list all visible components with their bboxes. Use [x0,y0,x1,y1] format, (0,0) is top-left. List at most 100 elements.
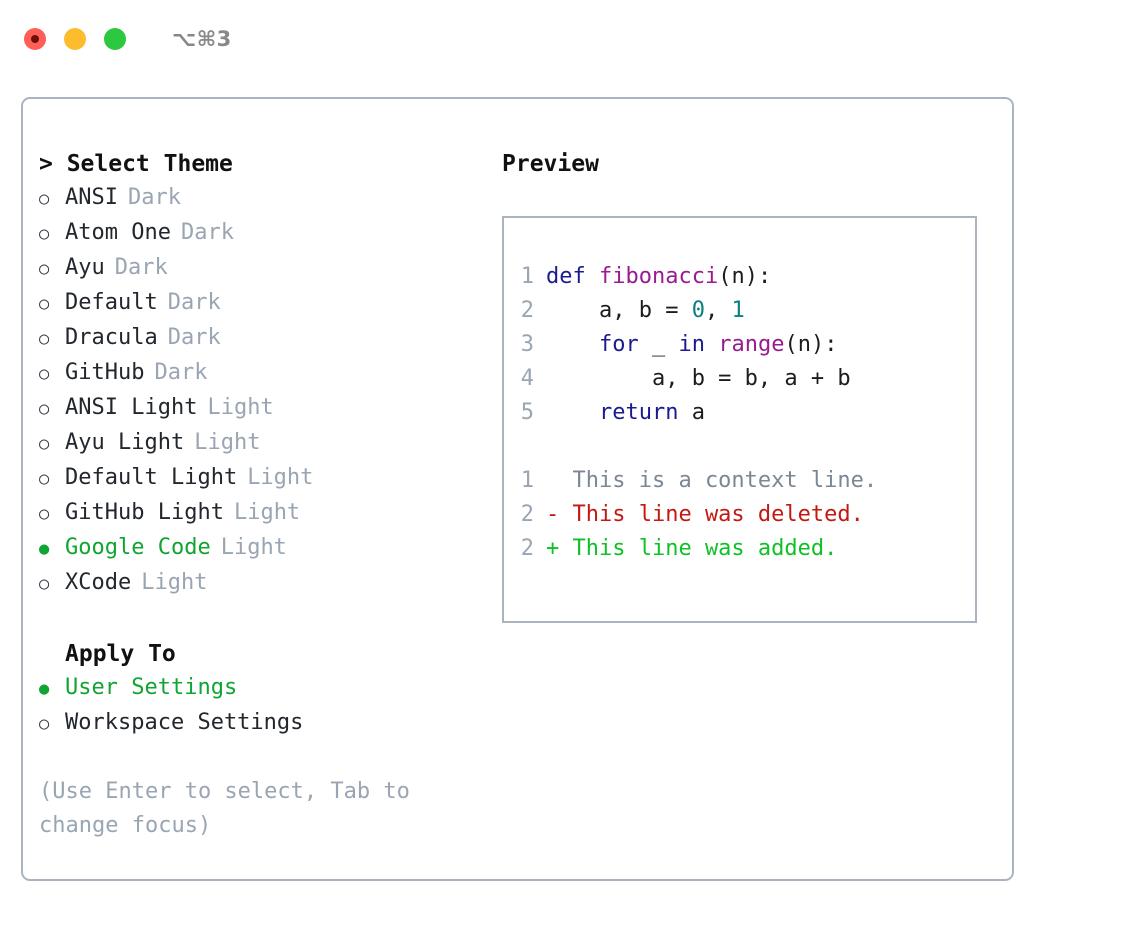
code-token: 1 [731,298,745,323]
diff-line-text: - This line was deleted. [546,502,864,527]
code-line-number: 4 [520,366,534,391]
code-token: return [598,400,679,425]
theme-option-kind: Light [194,430,261,455]
theme-option-label: XCode [65,570,132,595]
code-token: in [678,332,705,357]
code-token: fibonacci [598,264,719,289]
theme-option-label: Ayu [65,255,105,280]
diff-line-number: 2 [520,502,534,527]
diff-line-number: 2 [520,536,534,561]
radio-unselected-icon: ○ [39,399,50,419]
theme-option-ansi[interactable]: ○ ANSI Dark [39,181,479,216]
keyboard-hint-text: (Use Enter to select, Tab to change focu… [39,779,410,838]
radio-selected-icon: ● [39,539,50,559]
code-line-number: 1 [520,264,534,289]
apply-to-option-label: Workspace Settings [65,710,304,735]
apply-to-list[interactable]: ● User Settings ○ Workspace Settings [39,671,479,741]
code-token: (n): [718,264,772,289]
code-line-text: a, b = 0, 1 [546,294,745,328]
code-token: (n): [784,332,838,357]
code-line-text: return a [546,396,705,430]
keyboard-shortcut-label: ⌥⌘3 [172,27,232,51]
theme-option-kind: Dark [154,360,208,385]
radio-unselected-icon: ○ [39,714,50,734]
code-diff-separator [504,430,975,464]
code-line: 4 a, b = b, a + b [504,362,975,396]
theme-option-label: Default Light [65,465,238,490]
code-line: 2 a, b = 0, 1 [504,294,975,328]
code-token: for [598,332,639,357]
diff-line-text: + This line was added. [546,536,838,561]
minimize-button[interactable] [64,28,86,50]
theme-option-label: ANSI [65,185,118,210]
theme-option-ayu-light[interactable]: ○ Ayu Light Light [39,426,479,461]
apply-to-option-user-settings[interactable]: ● User Settings [39,671,479,706]
close-button[interactable] [24,28,46,50]
preview-heading: Preview [502,151,599,177]
theme-option-kind: Dark [127,185,181,210]
theme-option-kind: Dark [114,255,168,280]
code-line-number: 5 [520,400,534,425]
theme-option-label: GitHub Light [65,500,224,525]
theme-option-github-light[interactable]: ○ GitHub Light Light [39,496,479,531]
title-bar: ⌥⌘3 [0,0,1140,78]
apply-to-heading: Apply To [65,641,176,667]
diff-line-text: This is a context line. [546,468,878,493]
theme-option-label: Ayu Light [65,430,185,455]
apply-to-option-workspace-settings[interactable]: ○ Workspace Settings [39,706,479,741]
code-token: a, b = b, a + b [546,366,851,391]
code-line: 5 return a [504,396,975,430]
code-token: a, b = [546,298,692,323]
code-token: a [678,400,705,425]
code-token: , [704,298,732,323]
theme-option-label: Dracula [65,325,158,350]
theme-option-label: Atom One [65,220,171,245]
theme-option-ansi-light[interactable]: ○ ANSI Light Light [39,391,479,426]
radio-unselected-icon: ○ [39,189,50,209]
theme-option-label: GitHub [65,360,145,385]
radio-unselected-icon: ○ [39,504,50,524]
theme-option-label: Google Code [65,535,211,560]
theme-option-label: ANSI Light [65,395,198,420]
radio-unselected-icon: ○ [39,224,50,244]
code-token: def [546,264,599,289]
radio-selected-icon: ● [39,679,50,699]
radio-unselected-icon: ○ [39,329,50,349]
radio-unselected-icon: ○ [39,469,50,489]
code-line-number: 2 [520,298,534,323]
select-theme-heading: > Select Theme [39,151,233,177]
apply-to-option-label: User Settings [65,675,238,700]
code-token [546,332,599,357]
theme-option-kind: Light [207,395,274,420]
theme-option-kind: Dark [167,290,221,315]
code-line-text: for _ in range(n): [546,328,837,362]
code-line-text: a, b = b, a + b [546,362,851,396]
maximize-button[interactable] [104,28,126,50]
diff-line: 1 This is a context line. [504,464,975,498]
code-line-text: def fibonacci(n): [546,260,771,294]
theme-option-kind: Light [247,465,314,490]
theme-option-default-light[interactable]: ○ Default Light Light [39,461,479,496]
code-token: _ [638,332,679,357]
radio-unselected-icon: ○ [39,294,50,314]
radio-unselected-icon: ○ [39,434,50,454]
code-token: range [718,332,785,357]
code-line: 3 for _ in range(n): [504,328,975,362]
code-token [705,332,718,357]
traffic-lights [24,28,126,50]
theme-option-kind: Light [233,500,301,525]
code-line: 1 def fibonacci(n): [504,260,975,294]
